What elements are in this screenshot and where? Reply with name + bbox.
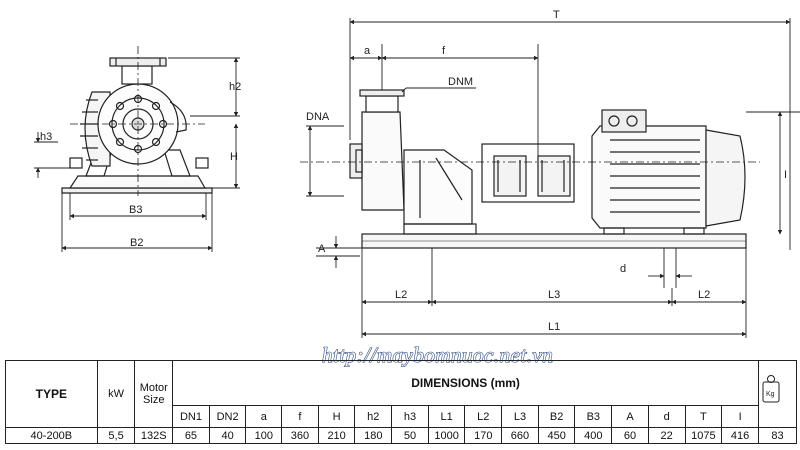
header-dim-t: T (684, 405, 723, 428)
label-T: T (553, 9, 560, 21)
cell-dim-a: 60 (611, 427, 649, 444)
header-kw: kW (96, 360, 136, 428)
header-dim-dn1: DN1 (172, 405, 210, 428)
side-view (300, 89, 760, 249)
label-L2-right: L2 (698, 289, 710, 301)
header-dim-b3: B3 (574, 405, 613, 428)
header-dim-a: a (245, 405, 283, 428)
header-dim-h: H (317, 405, 356, 428)
label-I: I (784, 169, 787, 181)
label-DNM: DNM (448, 76, 473, 88)
cell-dim-l3: 660 (501, 427, 539, 444)
cell-dim-f: 360 (281, 427, 319, 444)
cell-weight: 83 (758, 427, 797, 444)
label-a: a (364, 45, 371, 57)
cell-kw: 5,5 (96, 427, 136, 444)
cell-dim-dn2: 40 (208, 427, 247, 444)
cell-type: 40-200B (5, 427, 98, 444)
cell-motor: 132S (134, 427, 174, 444)
cell-dim-t: 1075 (684, 427, 723, 444)
header-weight (758, 360, 797, 428)
header-dim-b2: B2 (537, 405, 576, 428)
side-view-dimensions (306, 18, 800, 338)
header-dim-f: f (281, 405, 319, 428)
label-B3: B3 (129, 204, 142, 216)
label-d: d (620, 263, 626, 275)
label-B2: B2 (130, 237, 143, 249)
label-DNA: DNA (306, 111, 330, 123)
header-dim-l3: L3 (501, 405, 539, 428)
header-dim-a: A (611, 405, 649, 428)
header-motor-size: Motor Size (134, 360, 174, 428)
label-L1: L1 (548, 321, 560, 333)
label-L3: L3 (548, 289, 560, 301)
front-view (61, 46, 213, 196)
header-dim-h3: h3 (391, 405, 429, 428)
label-H: H (230, 151, 238, 163)
header-dim-d: d (647, 405, 686, 428)
header-dim-l1: L1 (427, 405, 466, 428)
header-type: TYPE (5, 360, 98, 428)
cell-dim-h2: 180 (354, 427, 393, 444)
cell-dim-h3: 50 (391, 427, 429, 444)
cell-dim-dn1: 65 (172, 427, 210, 444)
cell-dim-h: 210 (317, 427, 356, 444)
cell-dim-l1: 1000 (427, 427, 466, 444)
label-A: A (318, 243, 326, 255)
cell-dim-d: 22 (647, 427, 686, 444)
cell-dim-b2: 450 (537, 427, 576, 444)
label-h2: h2 (229, 81, 241, 93)
cell-dim-a: 100 (245, 427, 283, 444)
front-view-dimensions (34, 57, 240, 252)
cell-dim-b3: 400 (574, 427, 613, 444)
label-f: f (442, 45, 446, 57)
header-dimensions: DIMENSIONS (mm) (172, 360, 760, 406)
cell-dim-i: 416 (721, 427, 760, 444)
cell-dim-l2: 170 (464, 427, 503, 444)
header-dim-h2: h2 (354, 405, 393, 428)
header-dim-l2: L2 (464, 405, 503, 428)
label-L2-left: L2 (395, 289, 407, 301)
header-dim-dn2: DN2 (208, 405, 247, 428)
label-h3: h3 (40, 131, 52, 143)
header-dim-i: I (721, 405, 760, 428)
